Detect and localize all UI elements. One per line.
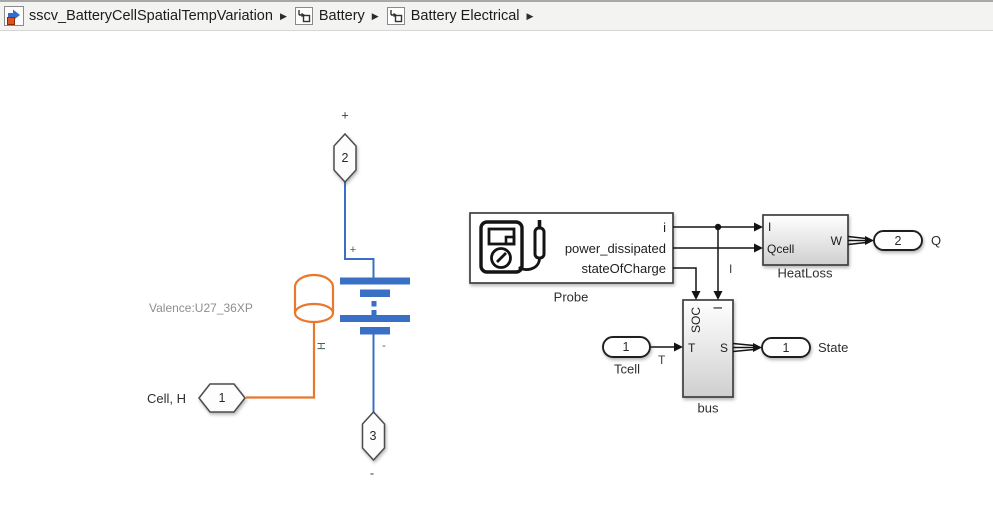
thermal-port-label: H <box>316 342 328 350</box>
subsystem-icon <box>294 6 314 26</box>
electrical-wire-positive[interactable] <box>344 182 375 278</box>
q-port-caption[interactable]: Q <box>931 233 942 248</box>
tcell-inport-oval[interactable] <box>602 336 651 358</box>
probe-output-power-dissipated: power_dissipated <box>564 241 666 256</box>
bus-right-label: S <box>719 341 728 355</box>
breadcrumb-label[interactable]: sscv_BatteryCellSpatialTempVariation <box>29 8 273 24</box>
battery-cell-block[interactable] <box>340 277 410 335</box>
state-port-number: 1 <box>782 340 790 355</box>
q-port-number: 2 <box>894 233 902 248</box>
conn-port-3-number: 3 <box>369 429 377 443</box>
conn-port-3-hexagon[interactable] <box>361 410 386 462</box>
arrowhead <box>674 342 683 352</box>
conn-port-2-number: 2 <box>341 151 349 165</box>
wire-label-temperature: T <box>658 353 666 367</box>
arrowhead <box>691 291 701 300</box>
heatloss-in2-label: Qcell <box>767 242 795 256</box>
arrowhead <box>754 243 763 253</box>
breadcrumb-label[interactable]: Battery Electrical <box>410 8 520 24</box>
breadcrumb-separator: ▶ <box>371 10 379 21</box>
plus-sign-label: + <box>341 107 349 123</box>
thermal-wire[interactable] <box>246 322 316 399</box>
arrowhead <box>713 291 723 300</box>
thermal-port-symbol[interactable] <box>293 273 335 324</box>
breadcrumb-label[interactable]: Battery <box>318 8 365 24</box>
probe-output-state-of-charge: stateOfCharge <box>581 261 666 276</box>
conn-port-1-hexagon[interactable] <box>198 383 246 413</box>
breadcrumb-separator: ▶ <box>279 10 287 21</box>
model-canvas[interactable]: + 2 + - 3 - Valence:U27_36XP H Cell, H 1… <box>0 33 993 529</box>
q-outport-oval[interactable] <box>873 230 923 251</box>
pos-terminal-label: + <box>349 244 357 256</box>
bus-top2-label: I <box>711 306 725 310</box>
cell-h-label: Cell, H <box>147 391 187 406</box>
subsystem-icon <box>386 6 406 26</box>
breadcrumb-item-battery[interactable]: Battery <box>294 6 365 26</box>
neg-terminal-label: - <box>382 340 386 352</box>
bus-block-caption[interactable]: bus <box>697 400 719 416</box>
heatloss-out-label: W <box>830 234 842 248</box>
heatloss-block[interactable] <box>762 214 849 266</box>
arrowhead <box>753 343 762 352</box>
conn-port-1-number: 1 <box>218 391 226 405</box>
arrowhead <box>754 222 763 232</box>
wire-state-of-charge[interactable] <box>673 267 697 292</box>
state-port-caption[interactable]: State <box>818 340 849 355</box>
wire-w-bus[interactable] <box>847 235 867 240</box>
minus-sign-label: - <box>369 465 375 481</box>
probe-block-caption[interactable]: Probe <box>553 289 589 305</box>
state-outport-oval[interactable] <box>761 337 811 358</box>
breadcrumb: sscv_BatteryCellSpatialTempVariation ▶ B… <box>0 0 993 31</box>
bus-top1-label: SOC <box>689 306 703 334</box>
tcell-port-number: 1 <box>622 340 630 354</box>
wire-label-current: I <box>729 262 733 276</box>
arrowhead <box>865 236 874 245</box>
heatloss-block-caption[interactable]: HeatLoss <box>777 265 833 281</box>
wire-s-bus[interactable] <box>732 342 755 347</box>
wire-w-bus[interactable] <box>847 241 867 246</box>
heatloss-in1-label: I <box>768 220 772 234</box>
battery-annotation[interactable]: Valence:U27_36XP <box>149 301 253 315</box>
tcell-port-caption[interactable]: Tcell <box>613 361 641 377</box>
probe-output-i: i <box>663 220 666 235</box>
bus-block[interactable] <box>682 299 734 398</box>
breadcrumb-item-battery-electrical[interactable]: Battery Electrical <box>386 6 520 26</box>
breadcrumb-item-model[interactable]: sscv_BatteryCellSpatialTempVariation <box>4 6 273 26</box>
wire-s-bus[interactable] <box>732 348 755 353</box>
conn-port-2-hexagon[interactable] <box>333 132 357 184</box>
bus-left-label: T <box>688 341 696 355</box>
model-icon <box>4 6 24 26</box>
breadcrumb-separator: ▶ <box>526 10 534 21</box>
signal-wires[interactable] <box>650 222 874 353</box>
multimeter-icon <box>479 220 546 274</box>
